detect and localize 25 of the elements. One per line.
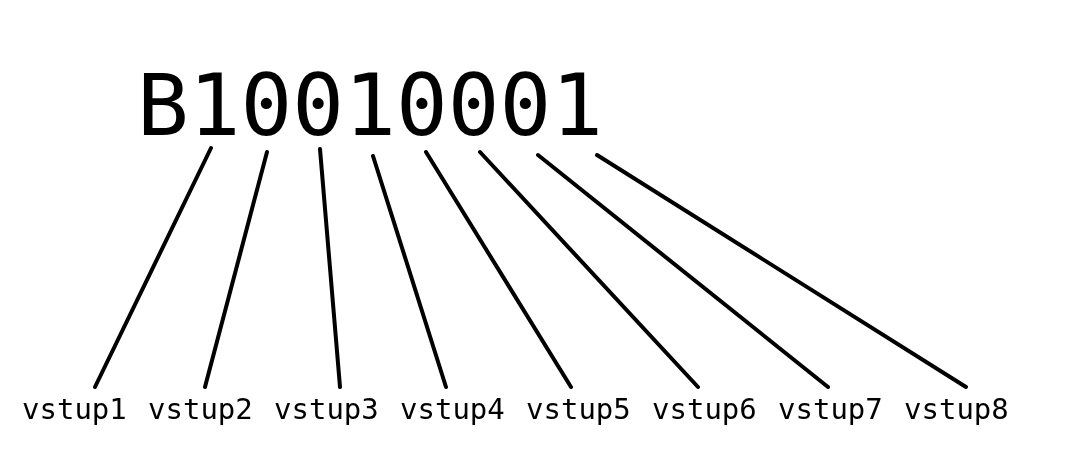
leader-line [536, 153, 830, 389]
binary-digit: 0 [499, 62, 552, 148]
input-label: vstup8 [904, 395, 1009, 424]
input-label: vstup2 [148, 395, 253, 424]
leader-line [424, 150, 573, 389]
leader-line [478, 150, 700, 389]
leader-line [203, 150, 269, 389]
input-label: vstup6 [652, 395, 757, 424]
prefix-letter: B [137, 62, 189, 148]
input-label: vstup7 [778, 395, 883, 424]
binary-digit: 1 [188, 62, 241, 148]
leader-line [371, 154, 448, 389]
input-label: vstup3 [274, 395, 379, 424]
binary-digit: 0 [395, 62, 448, 148]
binary-digit: 1 [344, 62, 396, 148]
leader-line [93, 146, 213, 389]
input-label: vstup4 [400, 395, 505, 424]
binary-digit: 1 [551, 62, 604, 148]
input-label: vstup5 [526, 395, 631, 424]
binary-digit: 0 [447, 62, 500, 148]
leader-line [595, 153, 968, 389]
binary-digit: 0 [292, 62, 345, 148]
input-label: vstup1 [22, 395, 127, 424]
binary-digit: 0 [240, 62, 293, 148]
leader-line [318, 147, 342, 389]
